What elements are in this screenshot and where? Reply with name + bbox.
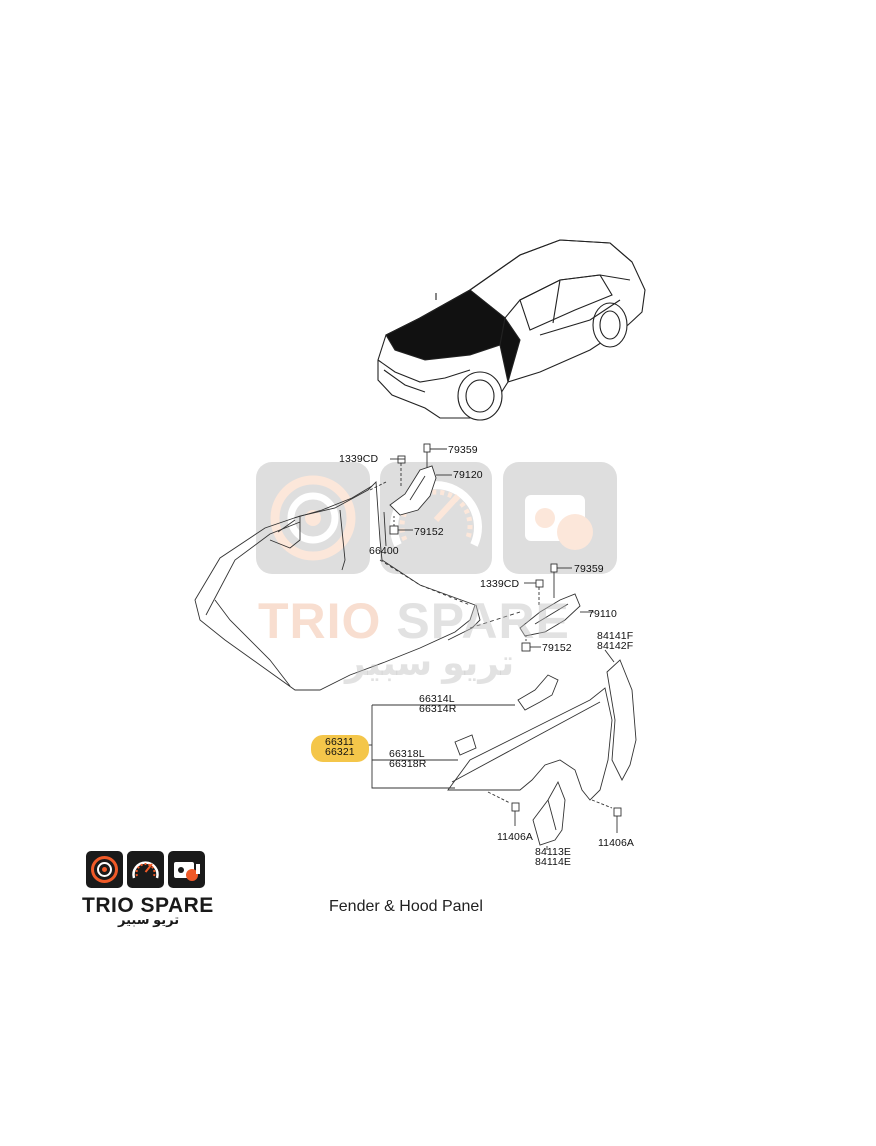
brand-name: TRIO SPARE [82,894,214,917]
part-label-84141f[interactable]: 84141F [597,630,634,642]
part-label-66400[interactable]: 66400 [369,545,399,557]
logo-icons [86,851,205,888]
part-label-84113e[interactable]: 84113E [535,846,572,858]
part-label-66321[interactable]: 66321 [325,746,355,758]
watermark-logo [256,462,617,574]
part-label-84114e[interactable]: 84114E [535,856,572,868]
part-label-84142f[interactable]: 84142F [597,640,634,652]
part-label-79359-top[interactable]: 79359 [448,444,478,456]
part-label-1339cd-bottom[interactable]: 1339CD [480,578,520,590]
part-label-11406a-right[interactable]: 11406A [598,837,635,849]
watermark-arabic-name: تريو سبير [345,642,515,683]
watermark-brand-name: TRIO SPARE [258,593,570,649]
fender-panel [447,649,637,850]
part-label-79110[interactable]: 79110 [588,608,617,620]
callout-bracket [360,704,515,789]
part-label-79152-top[interactable]: 79152 [414,526,444,538]
speedometer-icon [127,851,164,888]
car-illustration [377,239,646,421]
part-label-66314r[interactable]: 66314R [419,703,457,715]
part-label-1339cd-top[interactable]: 1339CD [339,453,379,465]
part-label-66311[interactable]: 66311 [325,736,354,748]
hood-panel [194,480,521,691]
diagram-caption: Fender & Hood Panel [329,898,483,915]
part-label-79152-bottom[interactable]: 79152 [542,642,572,654]
part-label-66318r[interactable]: 66318R [389,758,427,770]
brand-arabic-name: تريو سبير [118,912,180,927]
part-label-66318l[interactable]: 66318L [389,748,425,760]
part-label-11406a-left[interactable]: 11406A [497,831,534,843]
selected-part-highlight [311,735,369,762]
hood-hinge-bottom [519,563,594,652]
part-label-66314l[interactable]: 66314L [419,693,455,705]
part-label-79359-bottom[interactable]: 79359 [574,563,604,575]
part-label-79120[interactable]: 79120 [453,469,483,481]
hood-hinge-top [383,443,452,547]
